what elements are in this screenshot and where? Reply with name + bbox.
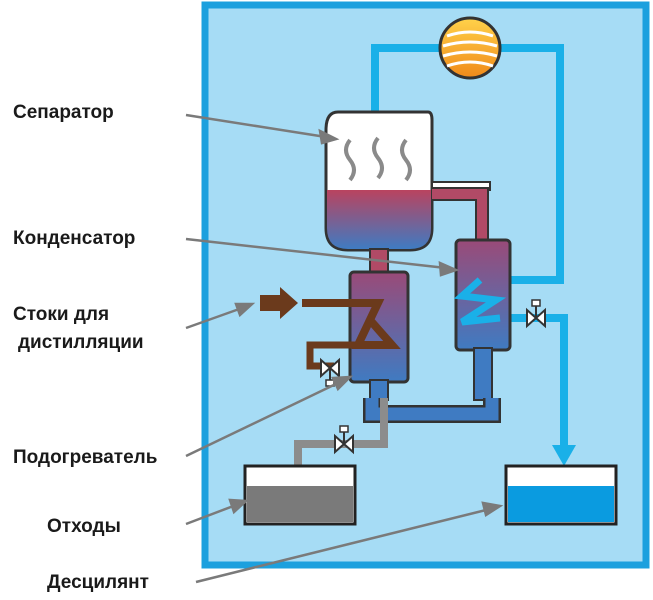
- condenser-coil: [453, 277, 507, 326]
- valve-icon: [526, 299, 546, 329]
- steam-icon: [344, 136, 412, 182]
- distillate-arrow-icon: [552, 445, 576, 466]
- arrow-separator: [185, 113, 327, 139]
- distillate-pipe: [500, 314, 568, 448]
- leader-arrows: [185, 113, 504, 584]
- arrow-icon: [481, 501, 504, 517]
- arrow-distillate: [195, 507, 491, 584]
- arrow-icon: [318, 128, 340, 145]
- label-heater: Подогреватель: [13, 447, 157, 468]
- label-drains-line2: дистилляции: [18, 332, 144, 353]
- valve-icon: [334, 425, 354, 455]
- waste-container: [243, 464, 357, 526]
- distillate-container: [504, 464, 618, 526]
- drain-inlet-arrow-icon: [260, 287, 298, 319]
- label-condenser: Конденсатор: [13, 228, 135, 249]
- label-waste: Отходы: [47, 516, 121, 537]
- arrow-icon: [228, 498, 250, 515]
- fan-icon: [438, 16, 502, 80]
- cooling-pipe: [371, 44, 470, 112]
- arrow-icon: [234, 302, 256, 318]
- arrow-heater: [185, 380, 341, 458]
- arrow-drains: [185, 306, 243, 330]
- arrow-waste: [185, 503, 237, 526]
- arrow-condenser: [185, 237, 447, 270]
- label-separator: Сепаратор: [13, 102, 114, 123]
- separator-tank: [324, 110, 491, 252]
- label-distillate: Десцилянт: [47, 572, 149, 593]
- label-drains-line1: Стоки для: [13, 304, 109, 325]
- arrow-icon: [438, 261, 460, 277]
- cooling-pipe-right: [470, 44, 564, 284]
- arrow-icon: [331, 375, 354, 392]
